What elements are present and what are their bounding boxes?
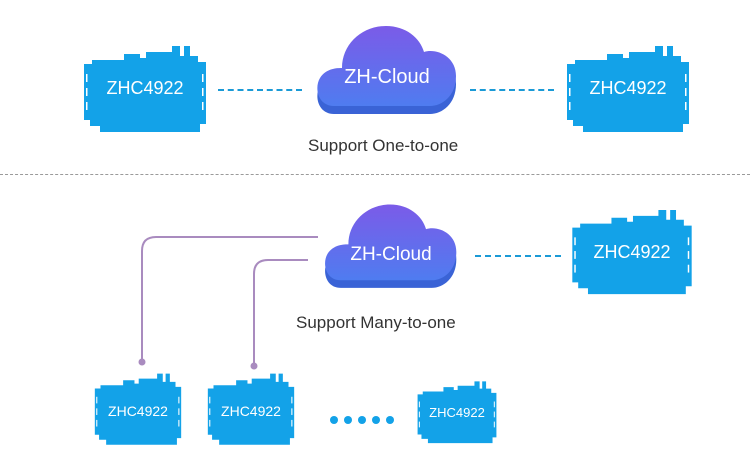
connector-endpoint-1 xyxy=(138,358,146,366)
device-label: ZHC4922 xyxy=(589,78,667,98)
device-icon xyxy=(94,373,182,445)
ellipsis-dot xyxy=(344,416,352,424)
cloud-icon xyxy=(317,26,456,114)
device-label: ZHC4922 xyxy=(221,403,281,419)
cloud-icon xyxy=(325,204,457,288)
device-icon xyxy=(567,46,689,132)
caption-one-to-one: Support One-to-one xyxy=(308,136,459,155)
device-icon xyxy=(84,46,206,132)
ellipsis-dot xyxy=(386,416,394,424)
device-bottom-right: ZHC4922 xyxy=(568,208,696,298)
cloud-top: ZH-Cloud xyxy=(312,26,462,122)
device-label: ZHC4922 xyxy=(593,242,671,262)
device-top-left: ZHC4922 xyxy=(80,44,210,136)
ellipsis-dot xyxy=(358,416,366,424)
device-top-right: ZHC4922 xyxy=(563,44,693,136)
cloud-label: ZH-Cloud xyxy=(350,244,432,265)
connector-line-1 xyxy=(141,236,318,362)
device-bottom-2: ZHC4922 xyxy=(205,372,297,448)
connector-endpoint-2 xyxy=(250,362,258,370)
ellipsis-dots xyxy=(330,416,410,426)
device-icon xyxy=(417,381,497,444)
connector-dash-bottom-right xyxy=(475,255,561,257)
connector-dash-top-right xyxy=(470,89,554,91)
device-bottom-1: ZHC4922 xyxy=(92,372,184,448)
connector-line-2 xyxy=(253,259,308,366)
device-label: ZHC4922 xyxy=(106,78,184,98)
ellipsis-dot xyxy=(372,416,380,424)
cloud-label: ZH-Cloud xyxy=(344,66,430,88)
device-icon xyxy=(207,373,295,445)
ellipsis-dot xyxy=(330,416,338,424)
section-divider xyxy=(0,174,750,175)
cloud-bottom: ZH-Cloud xyxy=(320,204,462,296)
device-bottom-3: ZHC4922 xyxy=(415,380,499,446)
caption-many-to-one: Support Many-to-one xyxy=(296,313,456,332)
device-icon xyxy=(572,209,692,295)
device-label: ZHC4922 xyxy=(429,405,485,420)
connector-dash-top-left xyxy=(218,89,302,91)
device-label: ZHC4922 xyxy=(108,403,168,419)
